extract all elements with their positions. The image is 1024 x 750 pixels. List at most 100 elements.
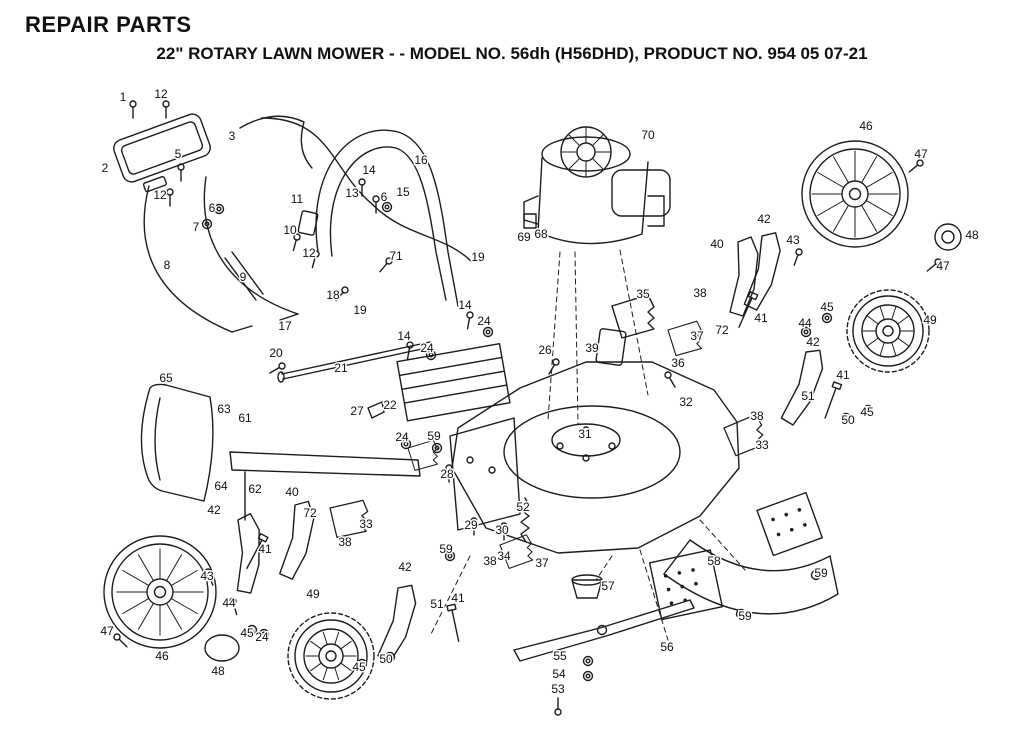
part-number-label: 32 bbox=[679, 395, 693, 409]
part-number-label: 18 bbox=[326, 288, 340, 302]
handle-panel-art bbox=[113, 113, 211, 193]
part-number-label: 48 bbox=[965, 228, 979, 242]
part-number-label: 14 bbox=[458, 298, 472, 312]
hubcap-left-art bbox=[204, 634, 240, 662]
part-number-label: 38 bbox=[338, 535, 352, 549]
part-number-label: 14 bbox=[362, 163, 376, 177]
part-number-label: 68 bbox=[534, 227, 548, 241]
part-number-label: 27 bbox=[350, 404, 364, 418]
part-number-label: 49 bbox=[923, 313, 937, 327]
mounting-plates-art bbox=[327, 294, 766, 570]
part-number-label: 46 bbox=[859, 119, 873, 133]
diagram-subtitle: 22" ROTARY LAWN MOWER - - MODEL NO. 56dh… bbox=[156, 44, 868, 63]
part-number-label: 59 bbox=[439, 542, 453, 556]
part-number-label: 59 bbox=[427, 429, 441, 443]
part-number-label: 26 bbox=[538, 343, 552, 357]
part-number-label: 41 bbox=[451, 591, 465, 605]
part-number-label: 3 bbox=[229, 129, 236, 143]
part-number-label: 14 bbox=[397, 329, 411, 343]
part-number-label: 45 bbox=[352, 660, 366, 674]
part-number-label: 50 bbox=[841, 413, 855, 427]
part-number-label: 42 bbox=[207, 503, 221, 517]
wheel-rear-right-art bbox=[801, 140, 909, 248]
part-number-label: 41 bbox=[258, 542, 272, 556]
part-number-label: 40 bbox=[710, 237, 724, 251]
support-channel-art bbox=[229, 451, 421, 521]
part-number-label: 12 bbox=[154, 87, 168, 101]
part-number-label: 54 bbox=[552, 667, 566, 681]
part-number-label: 19 bbox=[353, 303, 367, 317]
part-number-label: 24 bbox=[255, 630, 269, 644]
part-number-label: 71 bbox=[389, 249, 403, 263]
part-number-label: 52 bbox=[516, 500, 530, 514]
part-number-label: 72 bbox=[303, 506, 317, 520]
part-number-label: 59 bbox=[814, 566, 828, 580]
part-number-label: 47 bbox=[936, 259, 950, 273]
part-number-label: 41 bbox=[754, 311, 768, 325]
deck-art bbox=[449, 361, 740, 554]
part-number-label: 24 bbox=[477, 314, 491, 328]
part-number-label: 39 bbox=[585, 341, 599, 355]
part-number-label: 45 bbox=[820, 300, 834, 314]
part-number-label: 1 bbox=[120, 90, 127, 104]
right-wheel-brackets-art bbox=[729, 229, 843, 430]
part-number-label: 43 bbox=[786, 233, 800, 247]
part-number-label: 33 bbox=[359, 517, 373, 531]
part-number-label: 24 bbox=[395, 430, 409, 444]
part-number-label: 10 bbox=[283, 223, 297, 237]
part-number-label: 42 bbox=[398, 560, 412, 574]
part-number-label: 70 bbox=[641, 128, 655, 142]
part-number-label: 17 bbox=[278, 319, 292, 333]
part-number-label: 63 bbox=[217, 402, 231, 416]
part-number-label: 12 bbox=[302, 246, 316, 260]
throttle-cable-art bbox=[261, 117, 473, 263]
part-number-label: 47 bbox=[100, 624, 114, 638]
part-number-label: 12 bbox=[153, 188, 167, 202]
part-number-label: 7 bbox=[193, 220, 200, 234]
part-number-label: 35 bbox=[636, 287, 650, 301]
part-number-label: 38 bbox=[693, 286, 707, 300]
part-number-label: 36 bbox=[671, 356, 685, 370]
part-number-label: 29 bbox=[464, 518, 478, 532]
part-number-label: 42 bbox=[757, 212, 771, 226]
part-number-label: 64 bbox=[214, 479, 228, 493]
part-number-label: 28 bbox=[440, 467, 454, 481]
part-number-label: 72 bbox=[715, 323, 729, 337]
upper-handle-art bbox=[297, 129, 459, 307]
lower-handle-art bbox=[143, 176, 299, 333]
part-number-label: 6 bbox=[381, 190, 388, 204]
part-number-label: 30 bbox=[495, 523, 509, 537]
part-number-label: 34 bbox=[497, 549, 511, 563]
blade-art bbox=[513, 574, 695, 662]
part-number-label: 19 bbox=[471, 250, 485, 264]
part-number-label: 16 bbox=[414, 153, 428, 167]
part-number-label: 62 bbox=[248, 482, 262, 496]
alignment-lines-art bbox=[429, 249, 746, 641]
part-number-label: 44 bbox=[798, 316, 812, 330]
left-handle-bracket-art bbox=[140, 383, 214, 502]
part-number-label: 20 bbox=[269, 346, 283, 360]
page-title: REPAIR PARTS bbox=[25, 12, 192, 37]
part-number-label: 61 bbox=[238, 411, 252, 425]
line-art-layer bbox=[103, 100, 962, 716]
part-number-label: 59 bbox=[738, 609, 752, 623]
part-number-label: 40 bbox=[285, 485, 299, 499]
part-number-label: 45 bbox=[240, 626, 254, 640]
part-number-label: 47 bbox=[914, 147, 928, 161]
part-number-label: 50 bbox=[379, 652, 393, 666]
part-number-label: 57 bbox=[601, 579, 615, 593]
part-number-label: 37 bbox=[690, 329, 704, 343]
part-number-label: 9 bbox=[240, 270, 247, 284]
axle-rod-art bbox=[277, 341, 432, 419]
part-number-label: 2 bbox=[102, 161, 109, 175]
wheel-rear-left-art bbox=[103, 535, 217, 649]
part-number-label: 65 bbox=[159, 371, 173, 385]
part-number-label: 22 bbox=[383, 398, 397, 412]
part-number-label: 31 bbox=[578, 427, 592, 441]
baffle-art bbox=[396, 342, 511, 422]
part-number-label: 15 bbox=[396, 185, 410, 199]
part-number-label: 48 bbox=[211, 664, 225, 678]
part-number-label: 13 bbox=[345, 186, 359, 200]
part-number-label: 41 bbox=[836, 368, 850, 382]
